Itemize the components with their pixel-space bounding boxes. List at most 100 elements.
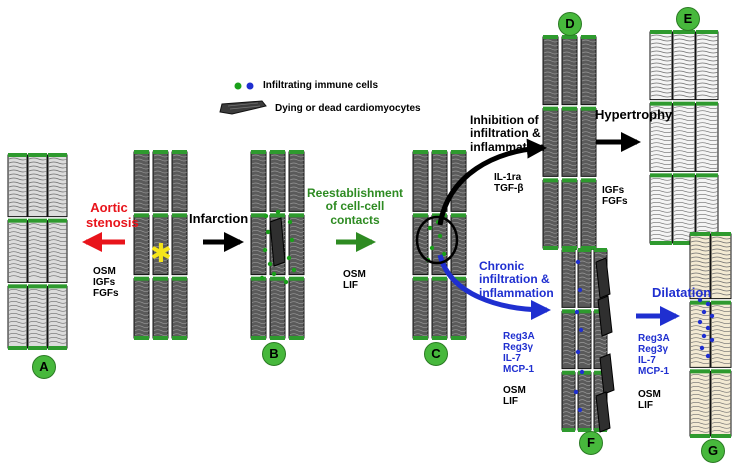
panel-d-fiber bbox=[542, 36, 559, 106]
panel-c-intercalated-disc bbox=[413, 213, 428, 218]
panel-b-source-intercalated-disc bbox=[153, 150, 168, 154]
panel-f-fiber bbox=[577, 310, 592, 370]
panel-c-intercalated-disc bbox=[413, 276, 428, 281]
panel-b-intercalated-disc bbox=[251, 336, 266, 340]
panel-f-immune-cell bbox=[577, 407, 583, 413]
panel-g-immune-cell bbox=[705, 301, 711, 307]
panel-g-fiber bbox=[689, 370, 711, 437]
panel-g-intercalated-disc bbox=[711, 300, 731, 305]
dilatation-factors-blue-label: Reg3A Reg3γ IL-7 MCP-1 bbox=[638, 333, 670, 377]
panel-a-intercalated-disc bbox=[48, 284, 67, 289]
panel-e-intercalated-disc bbox=[673, 241, 695, 245]
panel-b-source-intercalated-disc bbox=[172, 336, 187, 340]
panel-f-immune-cell bbox=[575, 349, 581, 355]
panel-b-source-intercalated-disc bbox=[172, 276, 187, 281]
panel-f-intercalated-disc bbox=[562, 309, 575, 314]
panel-b-immune-cell bbox=[291, 267, 297, 273]
panel-c-fiber bbox=[412, 278, 429, 339]
panel-g-intercalated-disc bbox=[711, 369, 731, 374]
panel-d-intercalated-disc bbox=[562, 35, 577, 39]
panel-b-immune-cell bbox=[289, 237, 295, 243]
panel-c-intercalated-disc bbox=[451, 276, 466, 281]
panel-e-intercalated-disc bbox=[673, 30, 695, 34]
panel-b-immune-cell bbox=[275, 209, 281, 215]
reestablishment-factors-label: OSM LIF bbox=[343, 269, 366, 291]
chronic-label: Chronic infiltration & inflammation bbox=[479, 259, 554, 300]
panel-a-intercalated-disc bbox=[28, 346, 47, 350]
panel-c-immune-cell bbox=[429, 245, 435, 251]
panel-g-immune-cell bbox=[705, 353, 711, 359]
panel-a-intercalated-disc bbox=[8, 153, 27, 157]
panel-badge-b: B bbox=[262, 342, 286, 366]
panel-e-fiber bbox=[695, 31, 719, 101]
panel-b-intercalated-disc bbox=[270, 336, 285, 340]
panel-f-intercalated-disc bbox=[578, 428, 591, 432]
panel-badge-e: E bbox=[676, 7, 700, 31]
panel-g-intercalated-disc bbox=[711, 232, 731, 236]
panel-f-fiber bbox=[577, 372, 592, 431]
panel-b-fiber bbox=[288, 214, 305, 276]
panel-f-dead-cell bbox=[599, 353, 615, 395]
panel-c-immune-cell bbox=[441, 251, 447, 257]
panel-d-fiber bbox=[542, 179, 559, 249]
panel-d-intercalated-disc bbox=[581, 106, 596, 111]
panel-e-fiber bbox=[649, 31, 673, 101]
panel-c-fiber bbox=[450, 214, 467, 276]
panel-g-intercalated-disc bbox=[690, 232, 710, 236]
panel-a-intercalated-disc bbox=[8, 284, 27, 289]
panel-b-source-fiber bbox=[171, 278, 188, 339]
panel-g-fiber bbox=[689, 302, 711, 368]
panel-b-fiber bbox=[250, 214, 267, 276]
panel-d-intercalated-disc bbox=[562, 178, 577, 183]
panel-g-intercalated-disc bbox=[690, 369, 710, 374]
panel-f-intercalated-disc bbox=[562, 248, 575, 252]
panel-c-intercalated-disc bbox=[432, 150, 447, 154]
panel-d-fiber bbox=[542, 108, 559, 177]
panel-b-source-intercalated-disc bbox=[153, 336, 168, 340]
panel-a-intercalated-disc bbox=[8, 346, 27, 350]
panel-badge-d: D bbox=[558, 12, 582, 36]
panel-c-immune-cell bbox=[437, 233, 443, 239]
panel-a-fiber bbox=[27, 154, 48, 218]
panel-a-fiber bbox=[7, 154, 28, 218]
panel-e-fiber bbox=[649, 103, 673, 172]
panel-d-fiber bbox=[580, 179, 597, 249]
panel-f-immune-cell bbox=[574, 309, 580, 315]
panel-f-fiber bbox=[577, 249, 592, 308]
panel-f-intercalated-disc bbox=[562, 428, 575, 432]
panel-c-fiber bbox=[431, 278, 448, 339]
inhibition-factors-label: IL-1ra TGF-β bbox=[494, 172, 524, 194]
panel-c-fiber bbox=[412, 214, 429, 276]
panel-c-intercalated-disc bbox=[451, 150, 466, 154]
panel-a-intercalated-disc bbox=[28, 284, 47, 289]
panel-g-immune-cell bbox=[709, 337, 715, 343]
panel-f-intercalated-disc bbox=[594, 370, 607, 375]
inhibition-label: Inhibition of infiltration & inflammatio… bbox=[470, 113, 545, 154]
panel-c-immune-cell bbox=[427, 225, 433, 231]
focus-circle bbox=[415, 215, 459, 265]
panel-a-fiber bbox=[27, 220, 48, 283]
hypertrophy-label: Hypertrophy bbox=[595, 107, 673, 122]
panel-b-source-intercalated-disc bbox=[153, 213, 168, 218]
legend-green-dot bbox=[234, 82, 242, 90]
panel-b-intercalated-disc bbox=[289, 213, 304, 218]
panel-b-intercalated-disc bbox=[270, 213, 285, 218]
panel-f-immune-cell bbox=[578, 327, 584, 333]
panel-a-intercalated-disc bbox=[8, 218, 27, 223]
panel-badge-f: F bbox=[579, 431, 603, 455]
panel-a-fiber bbox=[7, 285, 28, 349]
panel-a-fiber bbox=[47, 285, 68, 349]
panel-b-intercalated-disc bbox=[270, 150, 285, 154]
panel-b-immune-cell bbox=[262, 247, 268, 253]
panel-b-intercalated-disc bbox=[289, 150, 304, 154]
panel-d-fiber bbox=[561, 108, 578, 177]
panel-d-intercalated-disc bbox=[543, 246, 558, 250]
panel-b-immune-cell bbox=[287, 219, 293, 225]
panel-badge-c: C bbox=[424, 342, 448, 366]
panel-d-intercalated-disc bbox=[543, 178, 558, 183]
aortic-factors-label: OSM IGFs FGFs bbox=[93, 266, 119, 299]
panel-b-immune-cell bbox=[286, 255, 292, 261]
chronic-arrow bbox=[437, 254, 551, 320]
panel-f-fiber bbox=[561, 372, 576, 431]
